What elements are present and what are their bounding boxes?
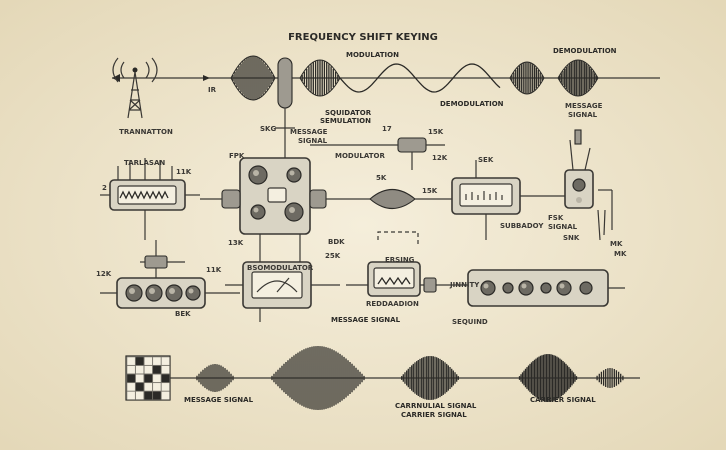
- label-demodulation-mid: DEMODULATION: [440, 100, 504, 108]
- modulator-tube: [277, 57, 293, 109]
- label-12k-left: 12K: [96, 270, 112, 278]
- label-two: 2: [102, 184, 107, 192]
- label-mk-1: MK: [610, 240, 623, 248]
- label-bek: BEK: [175, 310, 191, 318]
- label-transmitter: TRANNATTON: [119, 128, 173, 136]
- top-arrow-left: [112, 74, 120, 82]
- label-11k-left: 11K: [206, 266, 222, 274]
- label-17: 17: [382, 125, 392, 133]
- label-skg: SKG: [260, 125, 276, 133]
- label-fsk: FSK: [548, 214, 564, 222]
- label-subbadoy: SUBBADOY: [500, 222, 544, 230]
- ersing-meter: [346, 231, 470, 297]
- label-11k: 11K: [176, 168, 192, 176]
- modulator-unit: [200, 127, 370, 262]
- label-carrier-right: CARRIER SIGNAL: [530, 396, 596, 404]
- label-15k: 15K: [422, 187, 438, 195]
- label-fsk-signal: SIGNAL: [548, 223, 578, 231]
- label-carrier-1: CARRNULIAL SIGNAL: [395, 402, 477, 410]
- label-carrier-2: CARRIER SIGNAL: [401, 411, 467, 419]
- top-wave-row: [112, 55, 660, 128]
- label-reddaadion: REDDAADION: [366, 300, 419, 308]
- transmitter-panel: [100, 158, 200, 240]
- label-ersing: ERSING: [385, 256, 415, 264]
- left-knob-panel: [100, 240, 240, 309]
- label-15k-top: 15K: [428, 128, 444, 136]
- antenna-tower-icon: [112, 57, 158, 119]
- label-jinnity: JINNITY: [449, 281, 480, 289]
- label-semulation: SEMULATION: [320, 117, 371, 125]
- title: FREQUENCY SHIFT KEYING: [288, 32, 438, 43]
- demod-receiver: [545, 129, 613, 241]
- bottom-bursts: [196, 346, 624, 410]
- label-mk-2: MK: [614, 250, 627, 258]
- top-sine-wave: [339, 63, 501, 93]
- label-message-signal-1: MESSAGE: [290, 128, 328, 136]
- label-25k: 25K: [325, 252, 341, 260]
- lens-beam: [369, 188, 452, 210]
- right-knob-strip: [467, 269, 625, 307]
- label-13k: 13K: [228, 239, 244, 247]
- top-arrow-mid: [203, 75, 210, 81]
- label-sequind: SEQUIND: [452, 318, 488, 326]
- label-bsomodulator: BSOMODULATOR: [247, 264, 314, 272]
- keypad-grid-icon: [125, 355, 640, 401]
- label-snk: SNK: [563, 234, 580, 242]
- label-ir: IR: [208, 86, 217, 94]
- label-message-signal-bottom: MESSAGE SIGNAL: [184, 396, 254, 404]
- label-fpk: FPK: [229, 152, 245, 160]
- top-burst-4: [557, 59, 599, 97]
- label-message-signal-center: MESSAGE SIGNAL: [331, 316, 401, 324]
- top-burst-1: [230, 55, 276, 101]
- label-signal: SIGNAL: [568, 111, 598, 119]
- bsomodulator-meter: [225, 261, 340, 322]
- top-burst-3: [509, 61, 545, 95]
- label-sek: SEK: [478, 156, 494, 164]
- label-modulation: MODULATION: [346, 51, 399, 59]
- label-demodulation-top: DEMODULATION: [553, 47, 617, 55]
- demodulator-meter: [451, 160, 545, 240]
- label-bdk: BDK: [328, 238, 345, 246]
- label-modulator: MODULATOR: [335, 152, 385, 160]
- label-message-signal-2: SIGNAL: [298, 137, 328, 145]
- connector-top: [310, 137, 445, 170]
- label-message: MESSAGE: [565, 102, 603, 110]
- label-tarlasan: TARLASAN: [124, 159, 165, 167]
- label-12k-top: 12K: [432, 154, 448, 162]
- label-5k: 5K: [376, 174, 387, 182]
- label-squidator: SQUIDATOR: [325, 109, 372, 117]
